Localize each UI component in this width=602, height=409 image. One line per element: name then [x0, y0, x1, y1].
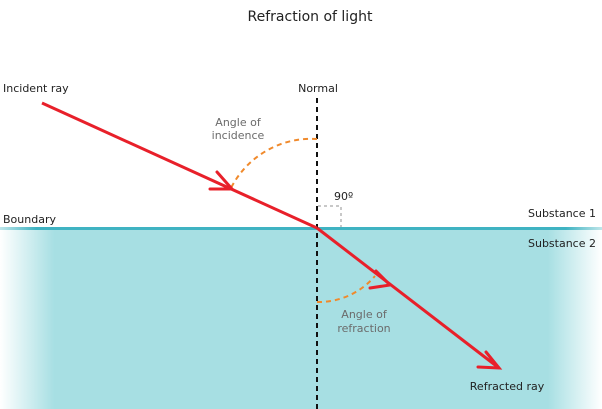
refracted-ray-label: Refracted ray: [470, 380, 545, 393]
right-angle-marker: [318, 205, 342, 227]
diagram-title: Refraction of light: [248, 9, 373, 25]
angle-of-refraction-label-line1: Angle of: [341, 308, 388, 321]
angle-of-incidence-label-line1: Angle of: [215, 116, 262, 129]
refracted-ray-end-arrowhead: [476, 350, 503, 370]
right-angle-label: 90º: [334, 190, 353, 203]
angle-of-refraction-label-line2: refraction: [337, 322, 390, 335]
boundary-line: [0, 227, 602, 230]
angle-of-incidence-arc: [230, 137, 318, 189]
refracted-ray-midarrowhead: [368, 269, 394, 290]
incident-ray-label: Incident ray: [3, 82, 69, 95]
angle-of-refraction-arc: [316, 275, 376, 304]
substance-2-label: Substance 2: [528, 237, 596, 250]
angle-of-incidence-label-line2: incidence: [212, 129, 265, 142]
substance-2-region: [0, 229, 602, 409]
boundary-label: Boundary: [3, 213, 56, 226]
incident-ray-arrowhead: [208, 170, 236, 191]
incident-ray-line: [41, 101, 318, 230]
normal-label: Normal: [298, 82, 338, 95]
refracted-ray-line: [316, 226, 500, 370]
substance-1-label: Substance 1: [528, 207, 596, 220]
